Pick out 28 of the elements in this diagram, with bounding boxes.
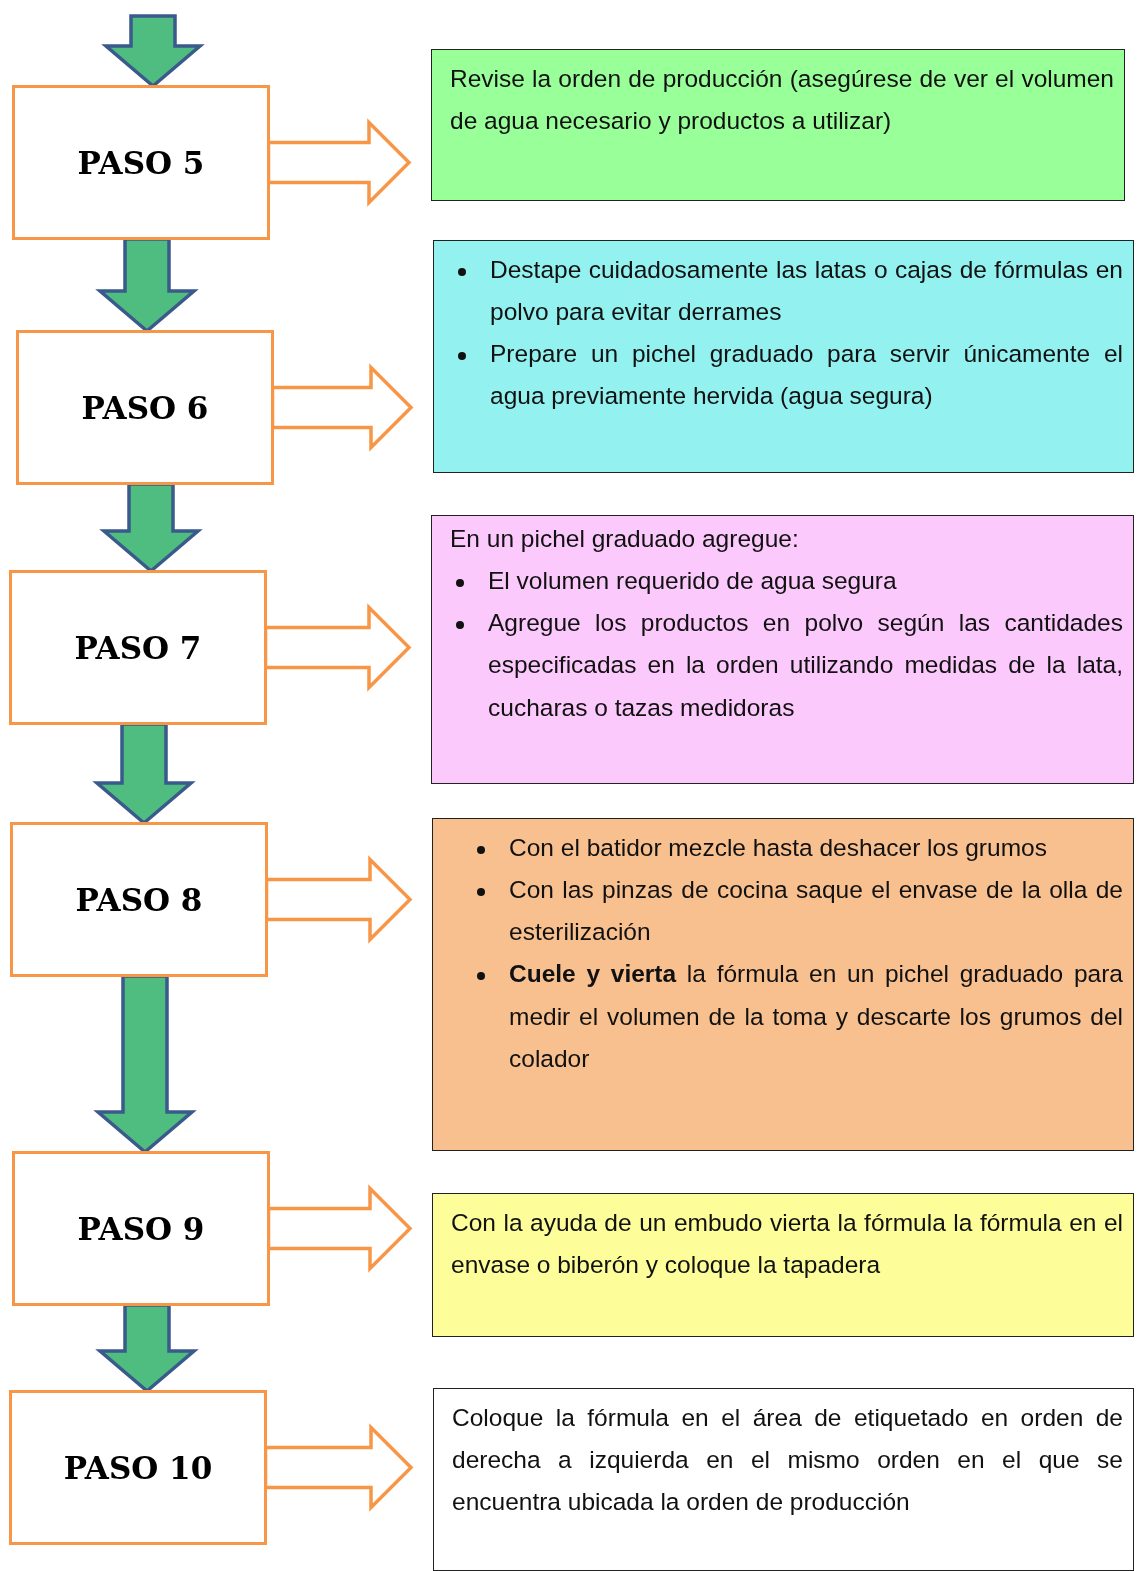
instruction-box [433,1388,1134,1571]
instruction-box [432,1193,1134,1337]
step-box [9,570,267,725]
bullet-item: Agregue los productos en polvo según las cantidades especificadas en la orden utilizando medidas de la lata, cucharas o tazas medidoras [450,602,1123,729]
step-label: PASO 5 [77,144,205,181]
instruction-text: Con la ayuda de un embudo vierta la fórmula la fórmula en el envase o biberón y coloque la tapadera [451,1208,1123,1281]
instruction-box [431,49,1125,201]
step-label: PASO 6 [81,389,209,426]
bullet-item: Destape cuidadosamente las latas o cajas de fórmulas en polvo para evitar derrames [452,249,1123,334]
step-box [16,330,274,485]
instruction-box [431,515,1134,784]
step-box [9,1390,267,1545]
bullet-item: Cuele y vierta la fórmula en un pichel graduado para medir el volumen de la toma y descarte los grumos del colador [471,953,1123,1080]
step-label: PASO 7 [74,629,202,666]
instruction-box [433,240,1134,473]
instruction-text: En un pichel graduado agregue: [450,524,800,554]
bullet-item: Prepare un pichel graduado para servir únicamente el agua previamente hervida (agua segura) [452,333,1123,418]
step-box [12,85,270,240]
bullet-item: El volumen requerido de agua segura [450,560,1123,603]
step-box [10,822,268,977]
instruction-box [432,818,1134,1151]
instruction-text: Revise la orden de producción (asegúrese de ver el volumen de agua necesario y productos a utilizar) [450,64,1114,137]
step-box [12,1151,270,1306]
step-label: PASO 10 [63,1449,213,1486]
step-label: PASO 8 [75,881,203,918]
instruction-text: Coloque la fórmula en el área de etiquetado en orden de derecha a izquierda en el mismo orden en el que se encuentra ubicada la orden de producción [452,1403,1123,1518]
bullet-item: Con el batidor mezcle hasta deshacer los grumos [471,827,1123,870]
step-label: PASO 9 [77,1210,205,1247]
